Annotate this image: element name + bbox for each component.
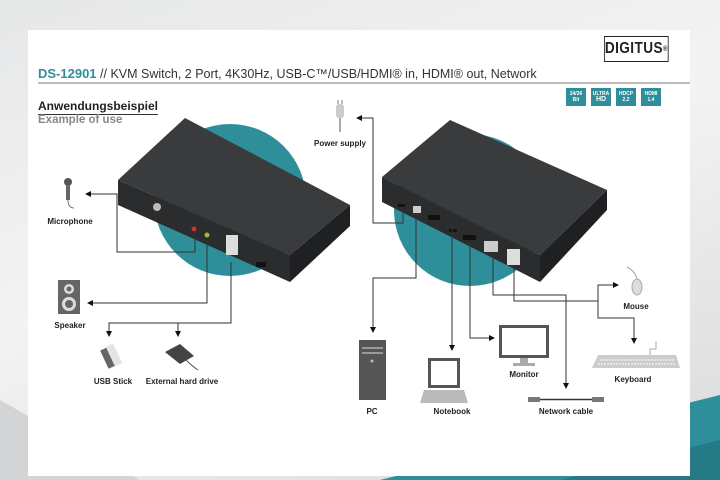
product-code: DS-12901 bbox=[38, 66, 97, 81]
title-rule bbox=[38, 82, 690, 84]
hdmi-out-port-icon bbox=[463, 235, 476, 240]
badge-hdmi: HDMI 1.4 bbox=[641, 88, 661, 106]
line-usb-stick bbox=[106, 262, 232, 337]
label-usb-stick: USB Stick bbox=[93, 377, 133, 386]
network-cable-icon bbox=[528, 397, 604, 402]
rj45-port-icon bbox=[484, 241, 498, 252]
usb-stick-icon bbox=[100, 343, 123, 369]
line-speaker bbox=[87, 240, 208, 306]
kvm-switch-front bbox=[118, 118, 350, 282]
title-separator: // bbox=[100, 67, 107, 81]
page-title: DS-12901 // KVM Switch, 2 Port, 4K30Hz, … bbox=[38, 66, 537, 81]
label-mouse: Mouse bbox=[623, 302, 649, 311]
usb-a-ports-icon bbox=[507, 249, 520, 265]
digitus-logo: DIGITUS® bbox=[604, 36, 669, 62]
label-power-supply: Power supply bbox=[313, 139, 367, 148]
badge-hdcp: HDCP 2.2 bbox=[616, 88, 636, 106]
pc-tower-icon bbox=[359, 340, 386, 400]
section-title-en: Example of use bbox=[38, 114, 123, 126]
product-description: KVM Switch, 2 Port, 4K30Hz, USB-C™/USB/H… bbox=[110, 67, 537, 81]
usbc-in-port-icon bbox=[449, 229, 457, 232]
label-network-cable: Network cable bbox=[538, 407, 594, 416]
keyboard-icon bbox=[592, 341, 680, 368]
hdmi-in-port-icon bbox=[428, 215, 440, 220]
speaker-icon bbox=[58, 280, 80, 314]
line-network bbox=[492, 254, 569, 389]
line-monitor bbox=[469, 242, 495, 341]
label-speaker: Speaker bbox=[54, 321, 86, 330]
external-hdd-icon bbox=[165, 344, 199, 371]
label-microphone: Microphone bbox=[47, 217, 93, 226]
power-port-icon bbox=[398, 204, 405, 207]
line-keyboard bbox=[597, 301, 637, 344]
label-monitor: Monitor bbox=[509, 370, 539, 379]
kvm-switch-back bbox=[382, 120, 607, 282]
usbc-port-icon bbox=[256, 262, 266, 267]
section-title-de: Anwendungsbeispiel bbox=[38, 99, 159, 115]
mic-jack-icon bbox=[191, 226, 197, 232]
line-pc bbox=[370, 218, 417, 333]
label-external-hdd: External hard drive bbox=[145, 377, 219, 386]
audio-jack-icon bbox=[204, 232, 210, 238]
line-microphone bbox=[85, 191, 196, 253]
label-notebook: Notebook bbox=[433, 407, 471, 416]
switch-button-icon bbox=[153, 203, 161, 211]
notebook-icon bbox=[420, 358, 468, 403]
usb-b-port-icon bbox=[413, 206, 421, 213]
line-power bbox=[356, 115, 404, 224]
microphone-icon bbox=[64, 178, 75, 209]
label-pc: PC bbox=[366, 407, 378, 416]
connection-lines bbox=[85, 115, 637, 389]
power-plug-icon bbox=[336, 100, 344, 132]
usb-port-icon bbox=[226, 235, 238, 255]
monitor-icon bbox=[499, 325, 549, 366]
mouse-icon bbox=[626, 266, 643, 296]
label-keyboard: Keyboard bbox=[614, 375, 652, 384]
